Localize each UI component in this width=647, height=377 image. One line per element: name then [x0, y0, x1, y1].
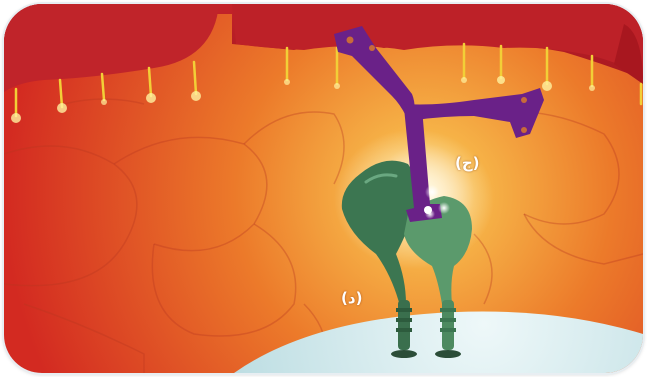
label-jim: (ج): [455, 154, 480, 172]
illustration-frame: (ج) (د): [4, 4, 643, 373]
label-dal: (د): [341, 289, 362, 307]
scene: [4, 4, 643, 373]
